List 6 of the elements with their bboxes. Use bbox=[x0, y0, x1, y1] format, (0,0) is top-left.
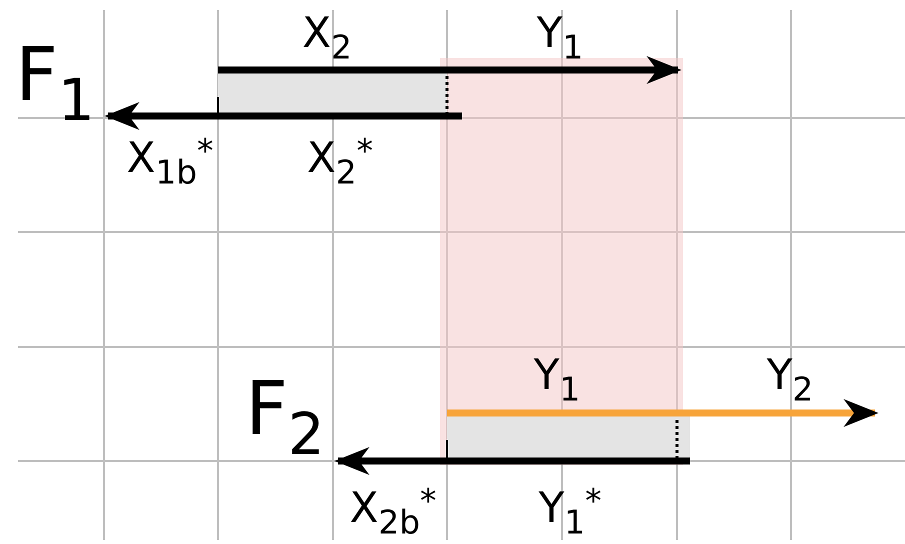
strand-label: F$_{1}$ bbox=[15, 38, 95, 130]
segment-label: Y$_{1}$ bbox=[534, 354, 580, 406]
segment-label: Y$_{2}$ bbox=[766, 354, 814, 406]
segment-label: Y$_{1}$ bbox=[536, 12, 584, 64]
strand-label: F$_{2}$ bbox=[245, 372, 325, 464]
segment-label: X$_{2}$ bbox=[302, 12, 352, 64]
